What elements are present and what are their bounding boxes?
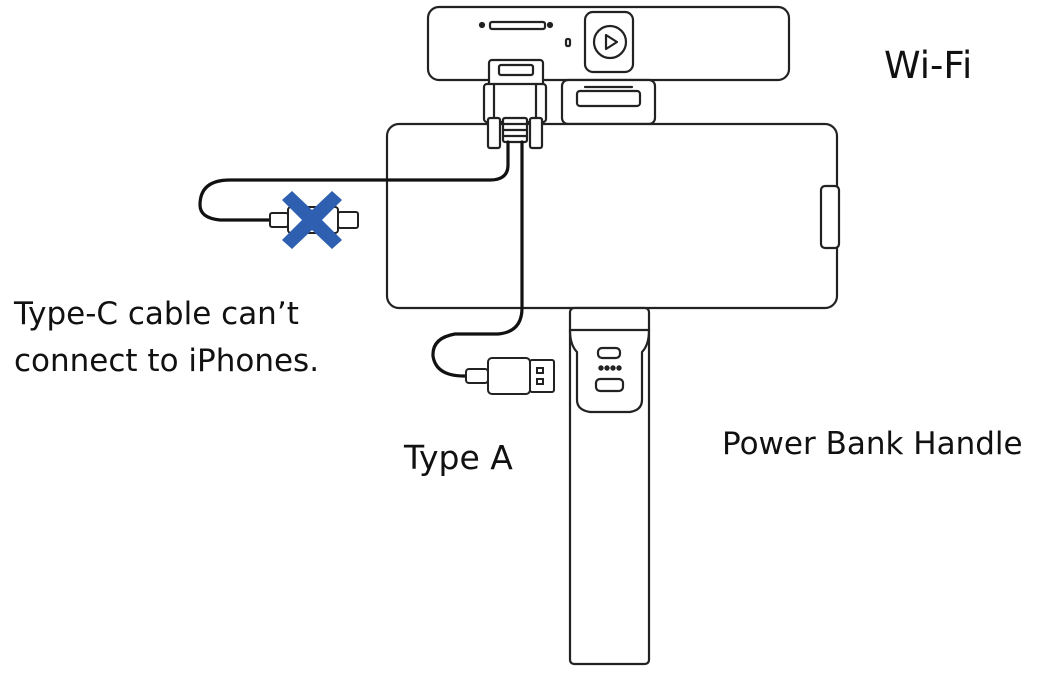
usb-a-port-icon	[594, 377, 625, 393]
camera-mount	[560, 78, 657, 126]
type-c-cable	[198, 140, 510, 222]
power-bank-handle-label: Power Bank Handle	[722, 426, 1023, 462]
type-a-connector	[465, 357, 555, 395]
wifi-label: Wi-Fi	[884, 44, 973, 87]
typec-warning-label: Type-C cable can’t connect to iPhones.	[14, 291, 319, 385]
type-a-label: Type A	[404, 438, 513, 477]
camera-button-icon	[592, 24, 628, 60]
camera-connector	[482, 58, 548, 150]
blocked-cross-icon	[282, 191, 342, 249]
usb-c-port-icon	[596, 346, 622, 360]
typec-warning-line-1: Type-C cable can’t	[14, 296, 299, 332]
type-a-cable	[431, 140, 524, 378]
phone-holder	[385, 122, 841, 310]
typec-warning-line-2: connect to iPhones.	[14, 343, 320, 379]
camera-device	[426, 5, 791, 82]
power-bank-handle	[568, 306, 651, 666]
